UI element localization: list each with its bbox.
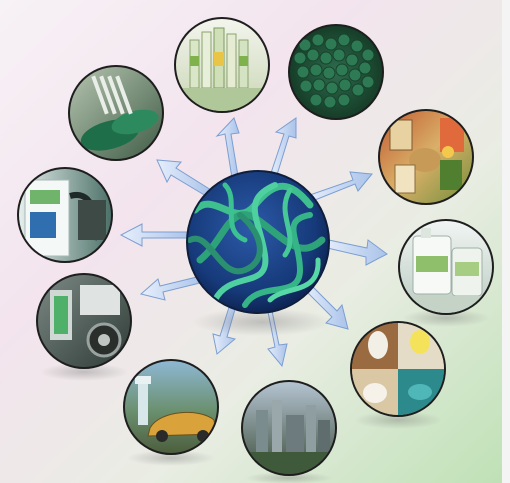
shadow-engine (40, 363, 128, 381)
circle-sports-car (123, 359, 219, 455)
shadow-livestock (354, 411, 442, 429)
arrow-to-spirulina-tablets (269, 117, 297, 179)
arrow-to-biofuel-pump (119, 223, 191, 247)
shadow-plant (245, 472, 333, 483)
arrow-to-food-products (306, 171, 373, 203)
right-edge-strip (502, 0, 510, 483)
shadow-chemical (402, 309, 490, 327)
shadows-group (40, 308, 490, 483)
center-algae-circle (186, 170, 330, 314)
algae-filaments (188, 182, 326, 308)
circle-chemical-containers (398, 219, 494, 315)
circle-spirulina-tablets (288, 24, 384, 120)
circle-cutlery-plastics (68, 65, 164, 161)
arrow-to-cutlery-plastics (156, 159, 212, 197)
shadow-car (127, 450, 215, 466)
circle-industrial-plant (241, 380, 337, 476)
circle-food-products (378, 109, 474, 205)
circle-car-engine (36, 273, 132, 369)
product-circles (17, 17, 494, 476)
circle-supplement-bottles (174, 17, 270, 113)
circle-livestock-feed (350, 321, 446, 417)
arrow-to-car-engine (139, 275, 205, 301)
arrow-to-supplement-bottles (215, 117, 240, 179)
center-shadow (192, 308, 332, 336)
arrow-to-chemical-containers (322, 238, 388, 266)
circle-biofuel-pump (17, 167, 113, 263)
